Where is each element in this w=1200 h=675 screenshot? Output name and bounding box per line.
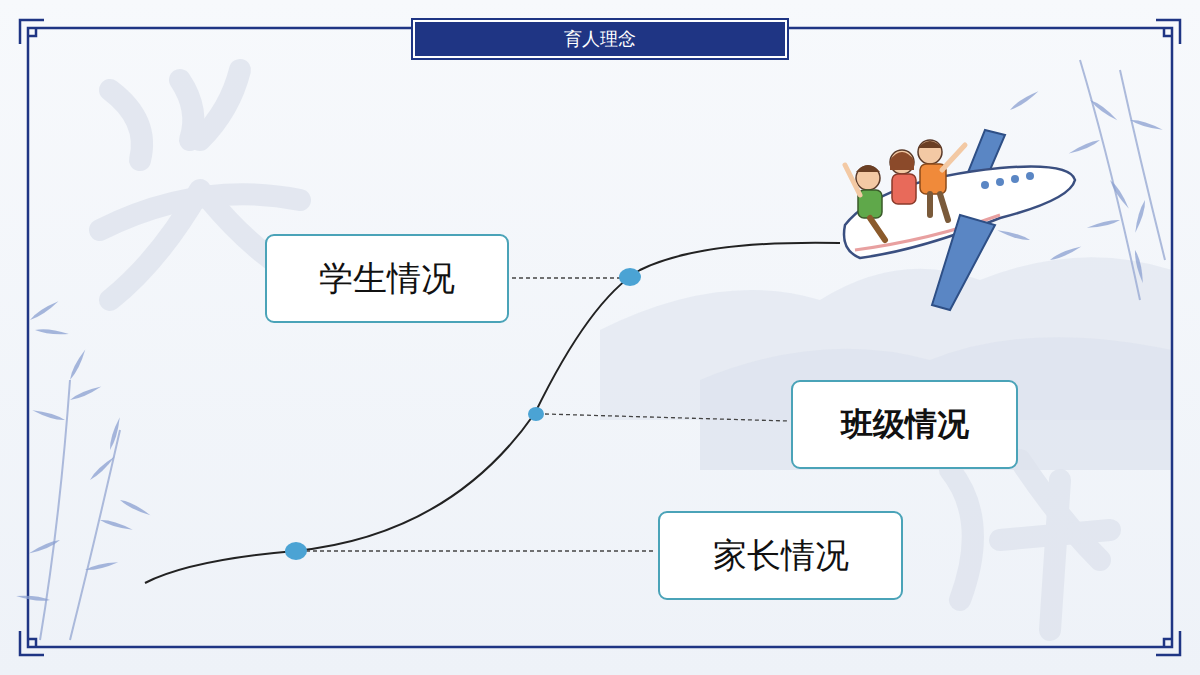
- info-box: 班级情况: [791, 380, 1018, 469]
- title-banner: 育人理念: [413, 20, 787, 58]
- title-text: 育人理念: [564, 27, 636, 51]
- box-label: 班级情况: [841, 403, 969, 447]
- box-label: 学生情况: [319, 256, 455, 302]
- info-box: 家长情况: [658, 511, 903, 600]
- info-box: 学生情况: [265, 234, 509, 323]
- box-label: 家长情况: [713, 533, 849, 579]
